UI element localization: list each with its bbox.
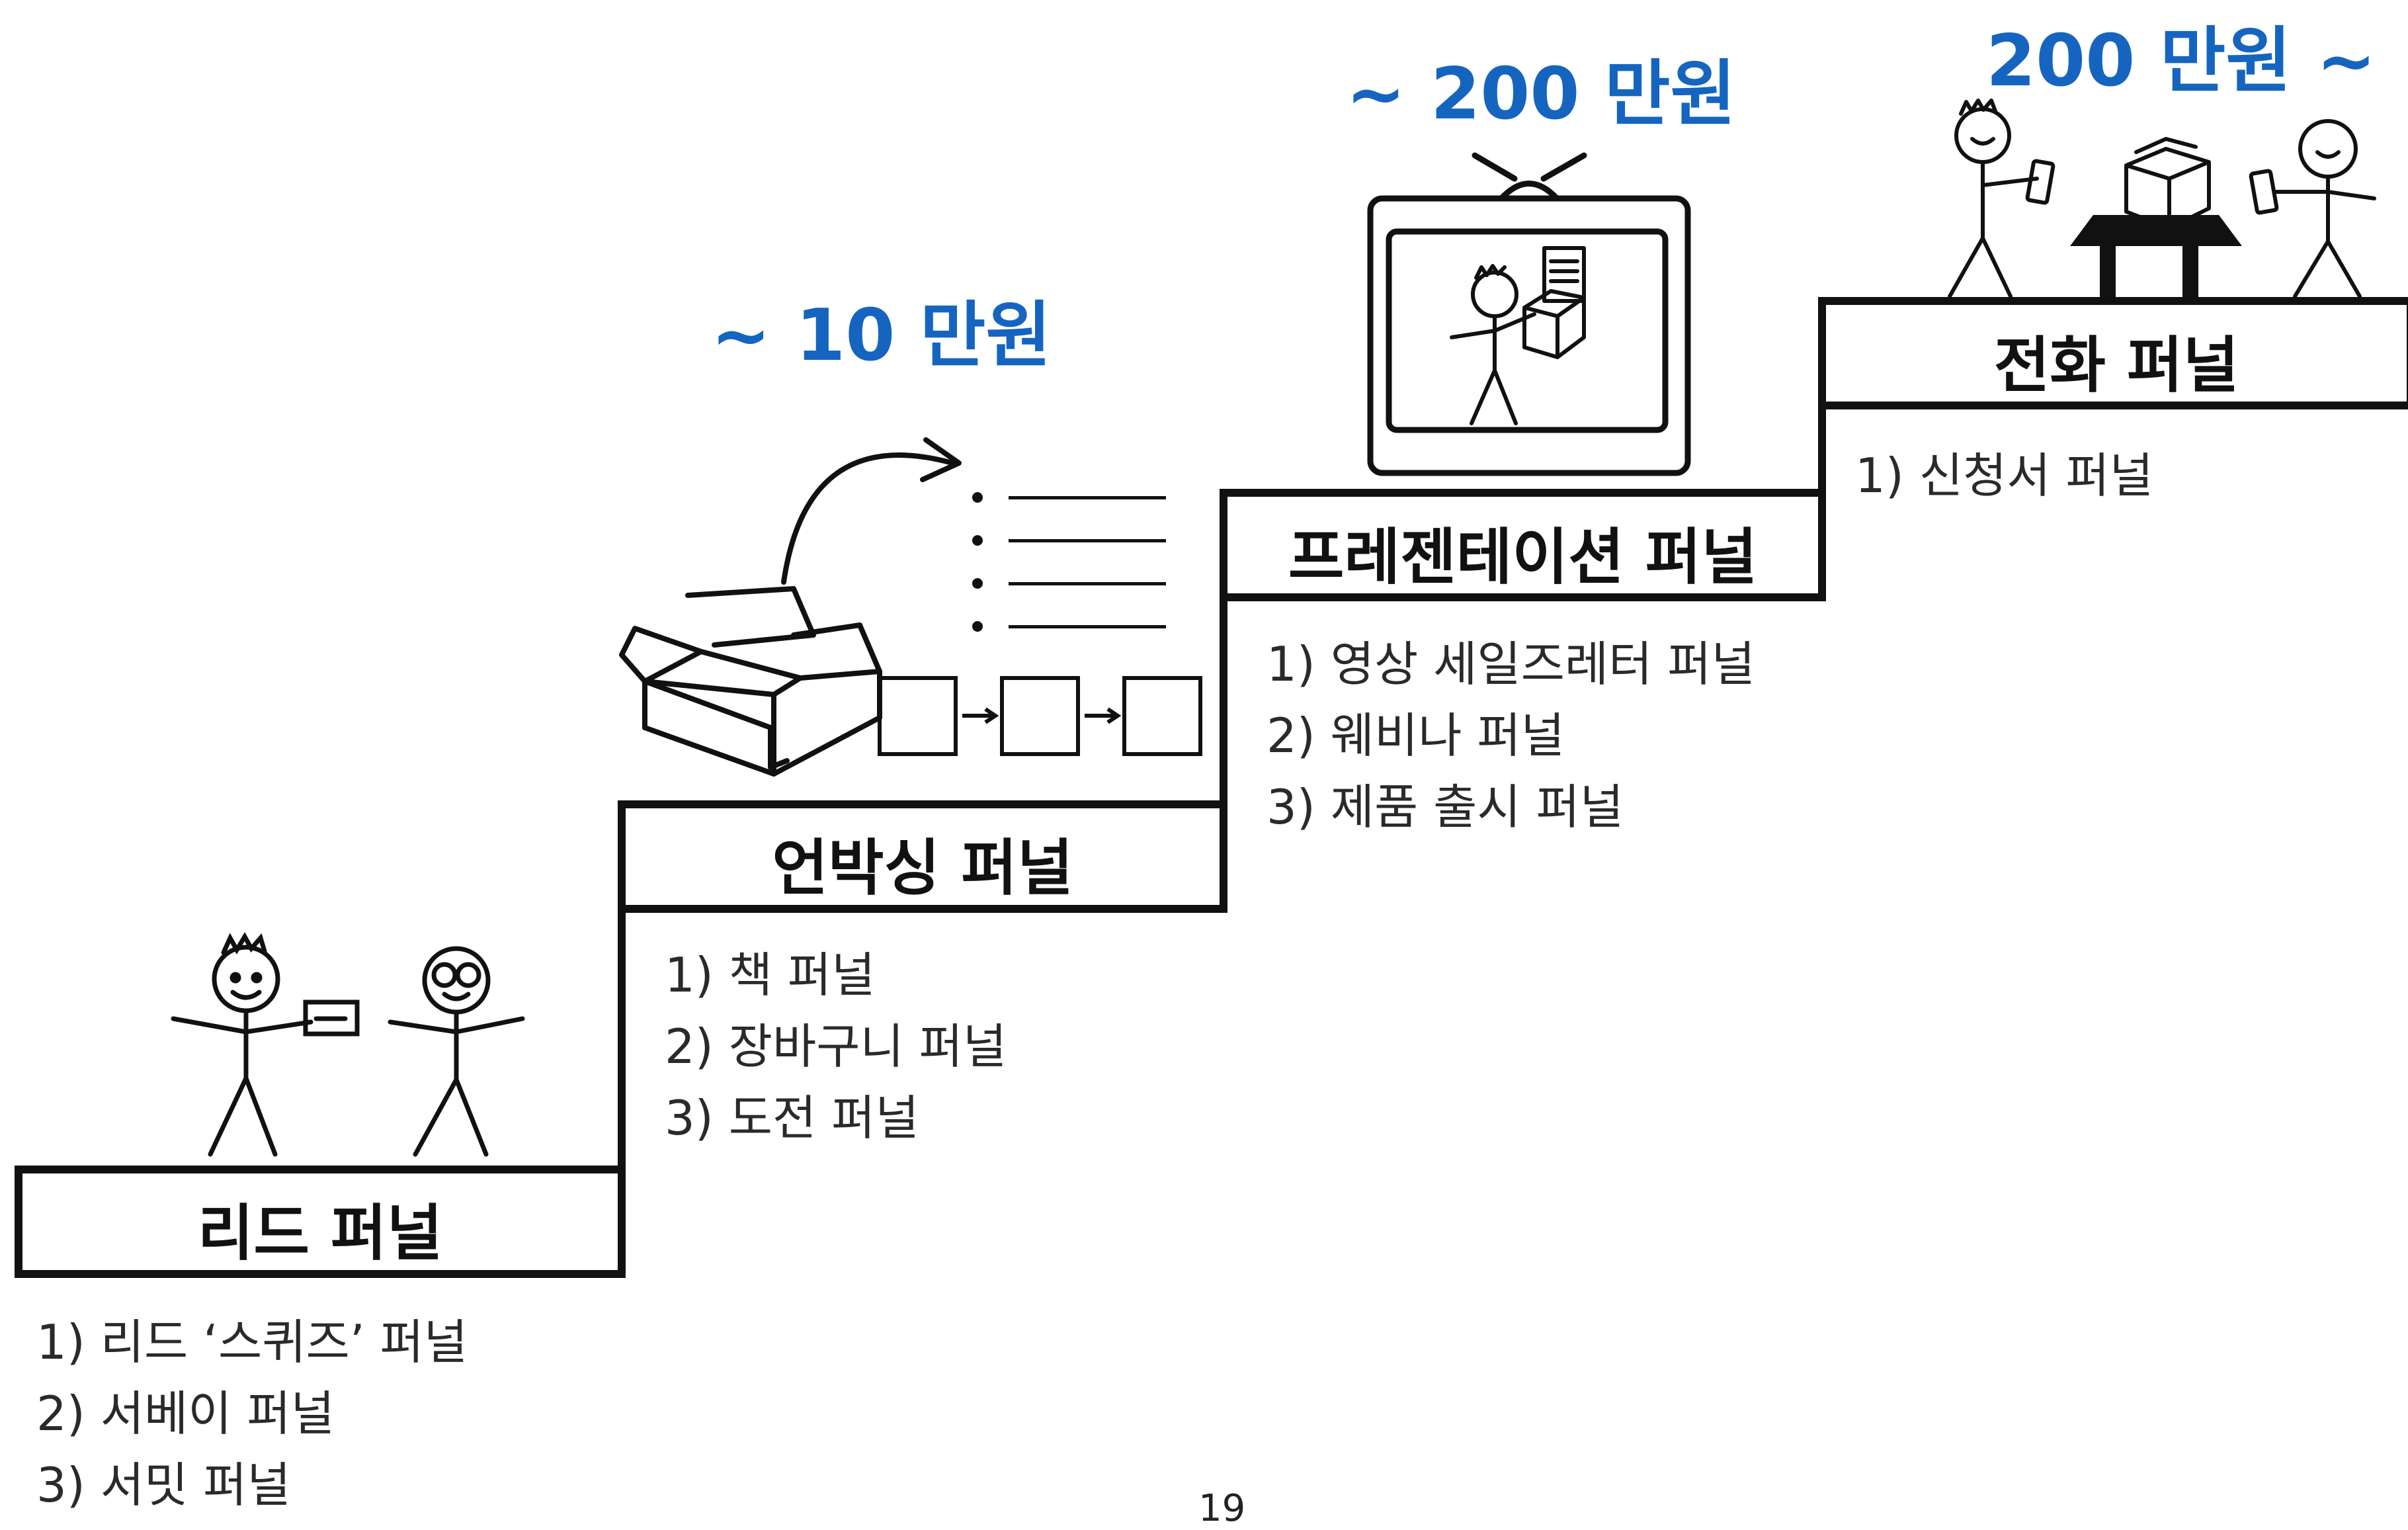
unboxing-list-icon [972, 492, 1166, 632]
step-list-unboxing: 1) 책 퍼널 2) 장바구니 퍼널 3) 도전 퍼널 [665, 939, 1007, 1154]
list-item: 3) 제품 출시 퍼널 [1266, 779, 1624, 835]
step-title-conversion: 전화 퍼널 [1993, 330, 2239, 401]
price-unboxing: ~ 10 만원 [711, 294, 1052, 377]
conversion-people-icon [1948, 99, 2376, 298]
process-flow-icon [878, 676, 1202, 756]
conversion-table-icon [2070, 215, 2242, 299]
list-item: 1) 책 퍼널 [665, 947, 876, 1003]
list-item: 2) 서베이 퍼널 [36, 1386, 335, 1441]
step-title-lead: 리드 퍼널 [197, 1198, 443, 1269]
step-box-unboxing [618, 800, 1227, 913]
step-box-lead [15, 1166, 626, 1278]
presenter-icon [1450, 246, 1586, 425]
step-title-presentation: 프레젠테이션 퍼널 [1288, 522, 1758, 593]
step-box-presentation [1220, 489, 1826, 601]
list-item: 1) 신청서 퍼널 [1855, 448, 2153, 503]
list-item: 1) 영상 세일즈레터 퍼널 [1266, 636, 1755, 692]
list-item: 3) 서밋 퍼널 [36, 1457, 291, 1513]
list-item: 2) 웨비나 퍼널 [1266, 708, 1565, 763]
list-item: 3) 도전 퍼널 [665, 1090, 919, 1146]
price-conversion: 200 만원 ~ [1986, 20, 2376, 103]
step-list-presentation: 1) 영상 세일즈레터 퍼널 2) 웨비나 퍼널 3) 제품 출시 퍼널 [1266, 628, 1755, 843]
unboxing-box-icon [619, 437, 962, 777]
list-item: 1) 리드 ‘스퀴즈’ 퍼널 [36, 1314, 468, 1370]
staircase-outline [15, 297, 2408, 1173]
lead-people-icon [171, 932, 525, 1157]
step-list-lead: 1) 리드 ‘스퀴즈’ 퍼널 2) 서베이 퍼널 3) 서밋 퍼널 [36, 1306, 468, 1521]
price-presentation: ~ 200 만원 [1346, 53, 1736, 136]
step-title-unboxing: 언박싱 퍼널 [772, 833, 1073, 904]
list-item: 2) 장바구니 퍼널 [665, 1019, 1007, 1074]
step-box-conversion [1818, 297, 2408, 409]
tv-icon [1367, 152, 1691, 476]
step-list-conversion: 1) 신청서 퍼널 [1855, 440, 2153, 511]
